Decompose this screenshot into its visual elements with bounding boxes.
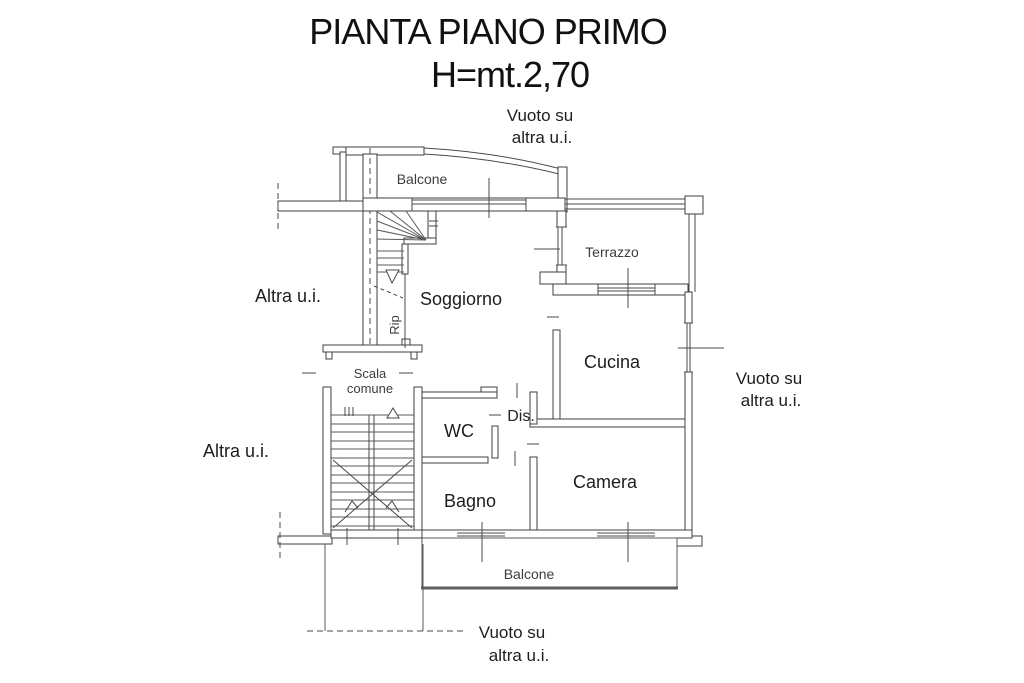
kitchen-label: Cucina: [584, 352, 641, 372]
void-bottom-label-line1: Vuoto su: [479, 623, 545, 642]
bottom-balcony: [421, 537, 678, 590]
void-bottom-label-line2: altra u.i.: [489, 646, 549, 665]
hallway-label: Dis.: [507, 408, 535, 425]
kitchen-walls: [529, 268, 689, 428]
neighbour-walls: [277, 512, 463, 632]
other-unit-lower-label: Altra u.i.: [203, 441, 269, 461]
party-wall: [277, 148, 378, 350]
stair-landing: [302, 338, 423, 374]
common-stairs-label-line1: Scala: [354, 366, 387, 381]
storage-label: Rip: [387, 315, 402, 335]
page-title: PIANTA PIANO PRIMO: [309, 11, 666, 52]
terrace: [534, 195, 704, 292]
wc-label: WC: [444, 421, 474, 441]
plan-lines: [277, 146, 724, 632]
void-top-label-line1: Vuoto su: [507, 106, 573, 125]
terrace-label: Terrazzo: [585, 244, 639, 260]
bathroom-label: Bagno: [444, 491, 496, 511]
bedroom-label: Camera: [573, 472, 638, 492]
common-stairs-label-line2: comune: [347, 381, 393, 396]
bottom-wall: [419, 522, 693, 562]
balcony-bottom-label: Balcone: [504, 566, 555, 582]
living-room-label: Soggiorno: [420, 289, 502, 309]
other-unit-upper-label: Altra u.i.: [255, 286, 321, 306]
balcony-top-label: Balcone: [397, 171, 448, 187]
void-right-label-line2: altra u.i.: [741, 391, 801, 410]
common-staircase: [322, 386, 423, 545]
top-balcony: [332, 146, 568, 213]
page-subtitle: H=mt.2,70: [431, 54, 589, 95]
plan-labels: PIANTA PIANO PRIMO H=mt.2,70 Vuoto su al…: [203, 11, 802, 665]
void-top-label-line2: altra u.i.: [512, 128, 572, 147]
internal-stairs: [373, 210, 438, 348]
void-right-label-line1: Vuoto su: [736, 369, 802, 388]
top-wall: [362, 178, 566, 218]
